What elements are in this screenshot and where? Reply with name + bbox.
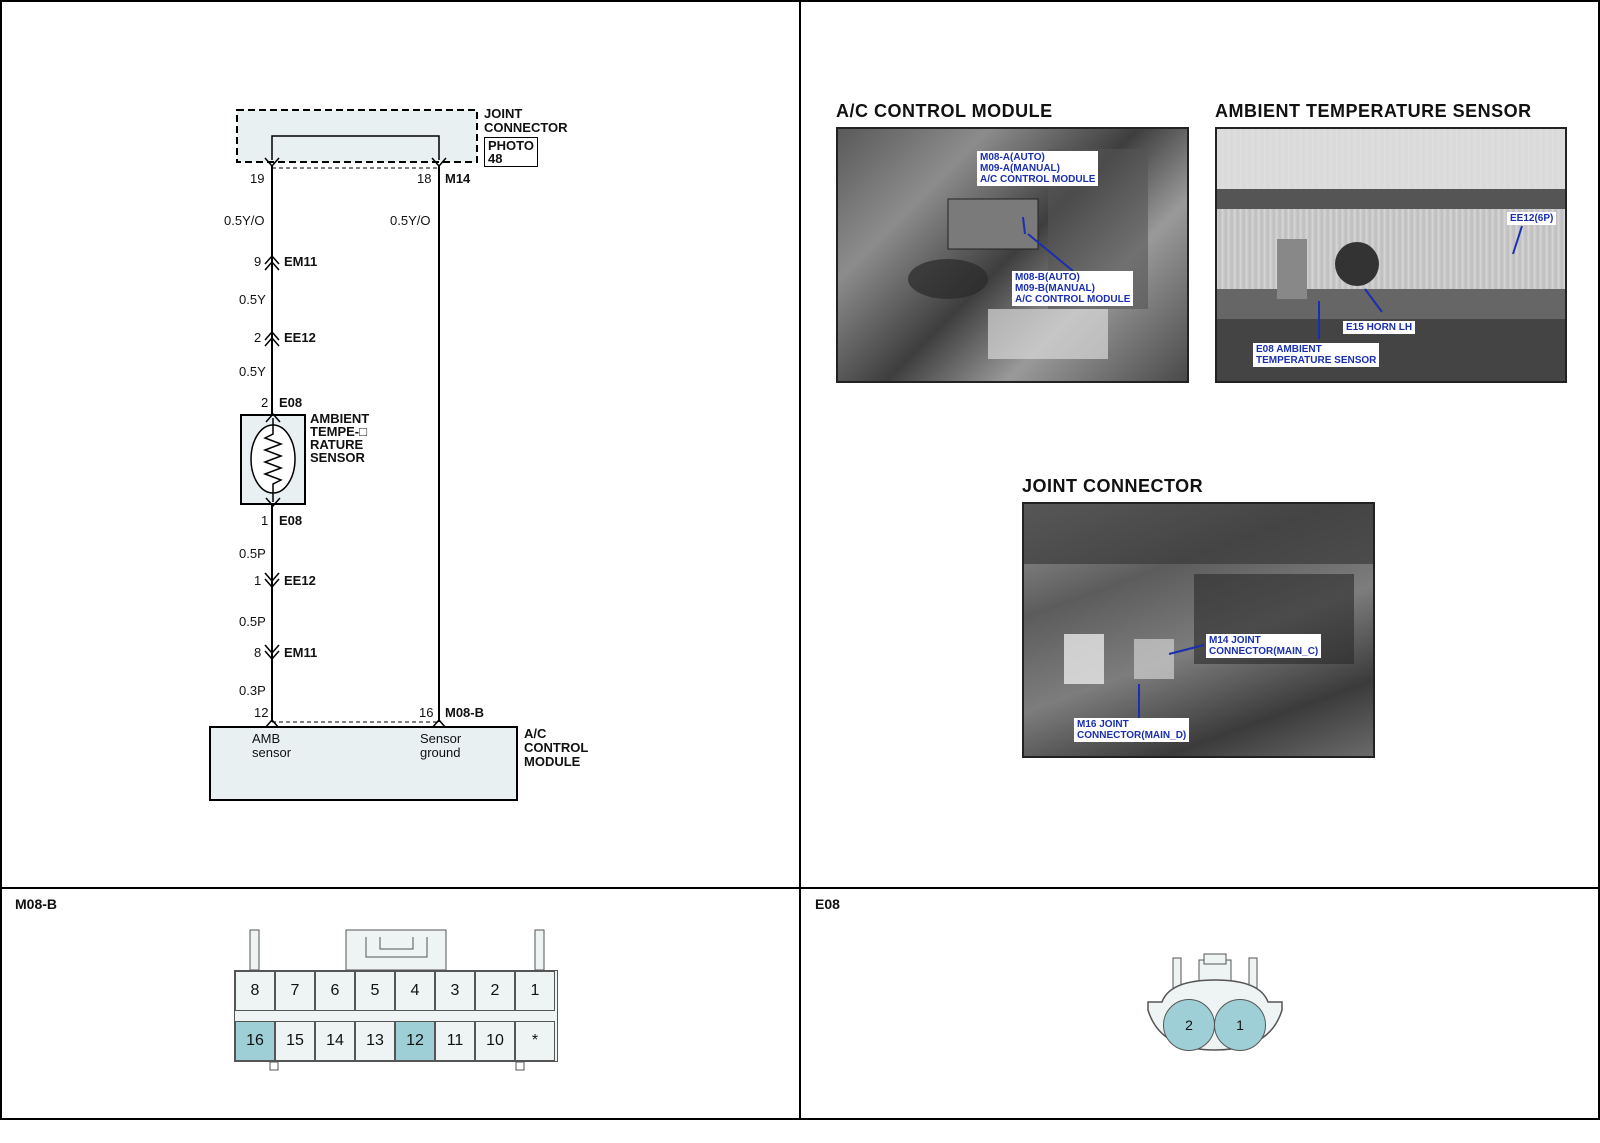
- e08-housing: [1147, 953, 1283, 1051]
- m08b-pin: 13: [355, 1021, 395, 1061]
- ee12-bot: EE12: [284, 573, 316, 588]
- m08b-pin: 7: [275, 971, 315, 1011]
- e08-top-pin: 2: [261, 395, 269, 410]
- sensor-ground-label: Sensor ground: [420, 731, 462, 760]
- pin-19: 19: [250, 171, 265, 186]
- e08-title: E08: [815, 896, 840, 912]
- em11-bot-pin: 8: [254, 645, 262, 660]
- module-pin-16: 16: [419, 705, 434, 720]
- e08-bot: E08: [279, 513, 303, 528]
- em11-top-pin: 9: [254, 254, 262, 269]
- m16-callout: M16 JOINT CONNECTOR(MAIN_D): [1074, 718, 1190, 742]
- connector-m08b: M08-B: [445, 705, 485, 720]
- e08-top: E08: [279, 395, 303, 410]
- ee12-bot-pin: 1: [254, 573, 262, 588]
- em11-bot: EM11: [284, 645, 318, 660]
- wire-color-4: 0.5P: [239, 546, 266, 561]
- m08b-pin: 4: [395, 971, 435, 1011]
- m08b-pin: 10: [475, 1021, 515, 1061]
- m08b-pin: 11: [435, 1021, 475, 1061]
- m08b-pin: 6: [315, 971, 355, 1011]
- ambient-sensor-photo: EE12(6P) E15 HORN LH E08 AMBIENT TEMPERA…: [1215, 127, 1567, 383]
- m08b-pin: 15: [275, 1021, 315, 1061]
- sensor-label: AMBIENT TEMPE-□ RATURE SENSOR: [310, 411, 370, 465]
- e08-pin-2: 2: [1163, 999, 1215, 1051]
- m08b-face: 8 7 6 5 4 3 2 1 16 15 14 13 12 11 10 *: [234, 970, 558, 1062]
- wire-color-2: 0.5Y: [239, 292, 266, 307]
- joint-connector-photo-title: JOINT CONNECTOR: [1022, 476, 1204, 496]
- m08b-pin: 14: [315, 1021, 355, 1061]
- ac-module-photo: M08-A(AUTO) M09-A(MANUAL) A/C CONTROL MO…: [836, 127, 1189, 383]
- wire-color-6: 0.3P: [239, 683, 266, 698]
- joint-connector-label: JOINT CONNECTOR: [484, 106, 568, 135]
- e08-pin-1: 1: [1214, 999, 1266, 1051]
- wiring-lines: [209, 109, 518, 801]
- ee12-top: EE12: [284, 330, 316, 345]
- ee12-callout: EE12(6P): [1507, 212, 1557, 225]
- m08b-title: M08-B: [15, 896, 58, 912]
- m08b-pin-highlighted: 16: [235, 1021, 275, 1061]
- pin-18: 18: [417, 171, 432, 186]
- e08-sensor-callout: E08 AMBIENT TEMPERATURE SENSOR: [1253, 343, 1380, 367]
- m08b-pin: 2: [475, 971, 515, 1011]
- m08b-pin: *: [515, 1021, 555, 1061]
- joint-connector-photo: M14 JOINT CONNECTOR(MAIN_C) M16 JOINT CO…: [1022, 502, 1375, 758]
- amb-sensor-label: AMB sensor: [252, 731, 292, 760]
- m08b-pin: 3: [435, 971, 475, 1011]
- m08b-pin: 8: [235, 971, 275, 1011]
- m08b-pin-highlighted: 12: [395, 1021, 435, 1061]
- wire-color-5: 0.5P: [239, 614, 266, 629]
- horn-callout: E15 HORN LH: [1343, 321, 1416, 334]
- ee12-top-pin: 2: [254, 330, 262, 345]
- ac-module-photo-title: A/C CONTROL MODULE: [836, 101, 1053, 121]
- m14-callout: M14 JOINT CONNECTOR(MAIN_C): [1206, 634, 1322, 658]
- m08b-pin: 5: [355, 971, 395, 1011]
- photo-reference: PHOTO 48: [484, 137, 538, 167]
- ac-module-callout-1: M08-A(AUTO) M09-A(MANUAL) A/C CONTROL MO…: [977, 151, 1099, 186]
- ac-control-module-label: A/C CONTROL MODULE: [524, 726, 589, 769]
- ac-module-callout-2: M08-B(AUTO) M09-B(MANUAL) A/C CONTROL MO…: [1012, 271, 1134, 306]
- em11-top: EM11: [284, 254, 318, 269]
- wire-color-3: 0.5Y: [239, 364, 266, 379]
- ambient-sensor-photo-title: AMBIENT TEMPERATURE SENSOR: [1215, 101, 1532, 121]
- e08-bot-pin: 1: [261, 513, 269, 528]
- wire-color-1: 0.5Y/O: [224, 213, 265, 228]
- m08b-housing: [249, 929, 545, 1071]
- connector-m14: M14: [445, 171, 471, 186]
- wire-color-right: 0.5Y/O: [390, 213, 431, 228]
- m08b-pin: 1: [515, 971, 555, 1011]
- module-pin-12: 12: [254, 705, 269, 720]
